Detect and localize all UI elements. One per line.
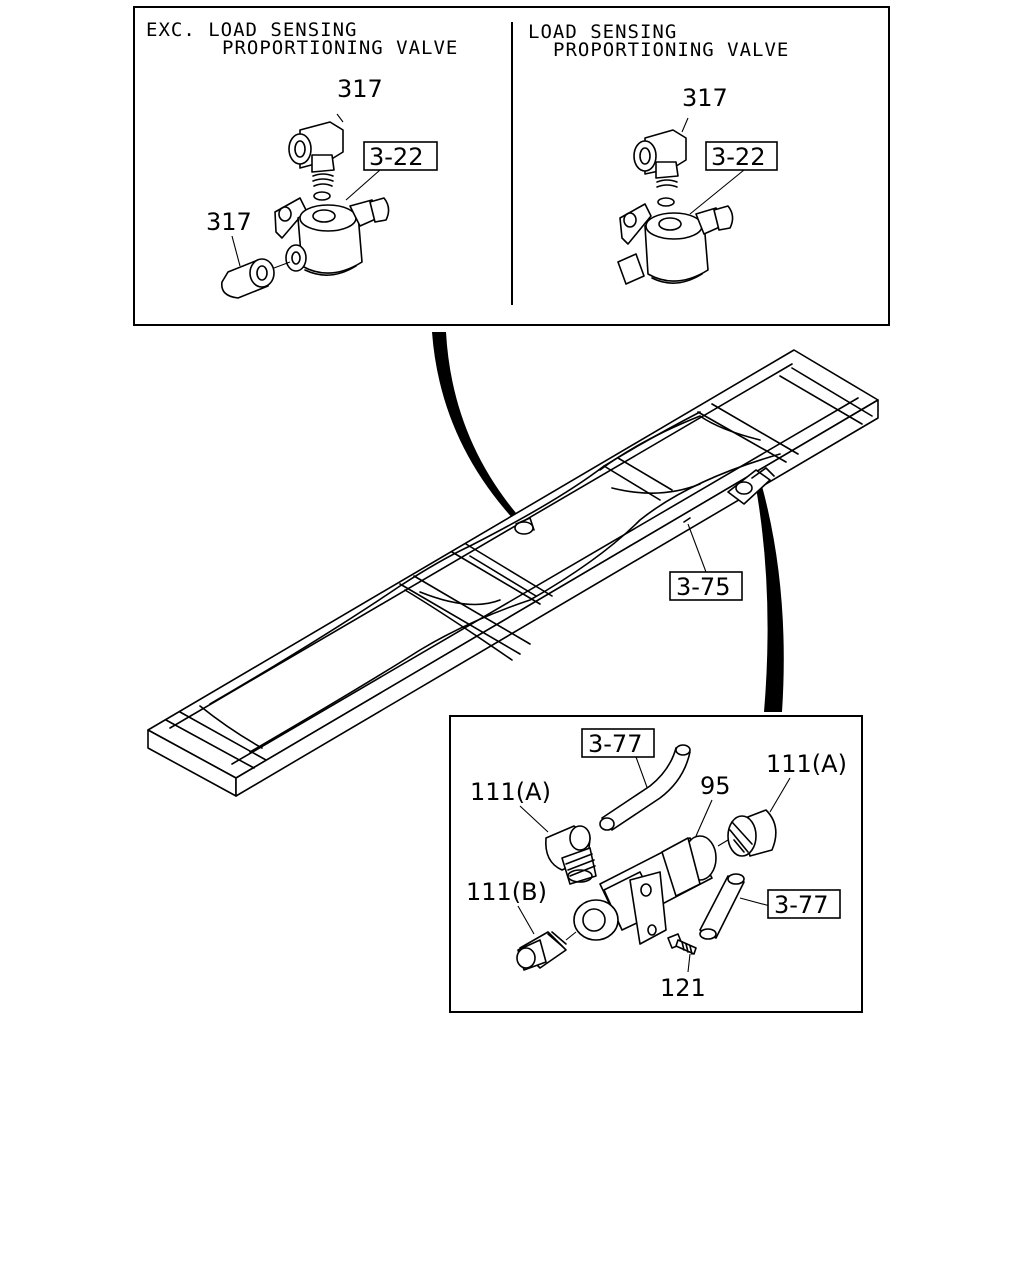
- left-ref-leader: [345, 169, 381, 201]
- left-ref-label: 3-22: [369, 143, 423, 171]
- brake-pipe: [683, 517, 691, 523]
- right-header-line1: LOAD SENSING: [528, 21, 677, 43]
- frame-ref-leader: [687, 523, 707, 573]
- right-valve-body: [617, 203, 734, 285]
- connector-fitting: [516, 931, 577, 971]
- hose-top-ref-box: [581, 728, 655, 758]
- right-elbow-leader: [681, 117, 689, 133]
- right-header-line2: PROPORTIONING VALVE: [553, 39, 789, 61]
- valve-leader: [695, 799, 713, 837]
- chassis-frame: 3-75: [147, 349, 879, 797]
- left-callout-elbow: 317: [337, 75, 383, 103]
- frame-ref-box: [669, 571, 743, 601]
- callout-bolt: 121: [660, 974, 706, 1002]
- left-plug: [221, 258, 291, 299]
- right-elbow-fitting: [633, 129, 687, 207]
- hose-right-leader: [739, 897, 771, 907]
- left-header-line2: PROPORTIONING VALVE: [222, 37, 458, 59]
- left-elbow-leader-b: [519, 805, 549, 833]
- right-elbow-fitting: [717, 809, 777, 857]
- left-ref-box: [363, 141, 438, 171]
- hose-top-ref-label: 3-77: [588, 730, 642, 758]
- hose-right-ref-label: 3-77: [774, 891, 828, 919]
- callout-right-elbow: 111(A): [766, 750, 847, 778]
- right-elbow-leader: [769, 777, 791, 813]
- crossmember-rear: [165, 711, 267, 769]
- crossmember-3: [451, 543, 553, 605]
- hose-right-ref-box: [767, 889, 841, 919]
- left-callout-plug: 317: [206, 208, 252, 236]
- bottom-inset-panel: 3-77 111(A) 95: [449, 715, 863, 1013]
- crossmember-2: [399, 575, 531, 661]
- callout-left-elbow: 111(A): [470, 778, 551, 806]
- bolt-leader: [687, 953, 691, 973]
- left-valve-assembly: 317 3-22: [206, 75, 438, 299]
- left-elbow-leader: [336, 113, 344, 123]
- proportioning-valve: [573, 835, 717, 945]
- connector-leader: [517, 905, 535, 935]
- left-valve-body: [274, 197, 390, 276]
- left-elbow-fitting-b: [545, 825, 597, 885]
- left-plug-leader: [231, 235, 241, 267]
- left-elbow-fitting: [288, 121, 344, 201]
- crossmember-4: [603, 457, 673, 501]
- crossmember-front: [779, 367, 873, 425]
- frame-valve-mount-2: [727, 467, 775, 505]
- right-valve-assembly: 317 3-22: [617, 84, 778, 285]
- right-ref-label: 3-22: [711, 143, 765, 171]
- hose-top-leader: [635, 756, 649, 791]
- hose-right: [699, 873, 745, 940]
- crossmember-5: [697, 403, 799, 463]
- hose-top: [599, 744, 691, 831]
- right-ref-leader: [689, 169, 745, 215]
- frame-ref-label: 3-75: [676, 573, 730, 601]
- left-rail-inner: [169, 363, 793, 729]
- top-inset-panel: EXC. LOAD SENSING PROPORTIONING VALVE LO…: [133, 6, 890, 326]
- bolt: [667, 933, 697, 955]
- frame-side-face: [235, 399, 879, 797]
- callout-connector: 111(B): [466, 878, 547, 906]
- callout-valve: 95: [700, 772, 731, 800]
- right-rail-inner: [231, 397, 859, 765]
- right-ref-box: [705, 141, 778, 171]
- right-callout-elbow: 317: [682, 84, 728, 112]
- top-connector-band: [432, 332, 522, 522]
- frame-valve-mount: [514, 517, 535, 535]
- left-header-line1: EXC. LOAD SENSING: [146, 19, 357, 41]
- bottom-connector-band: [756, 486, 784, 712]
